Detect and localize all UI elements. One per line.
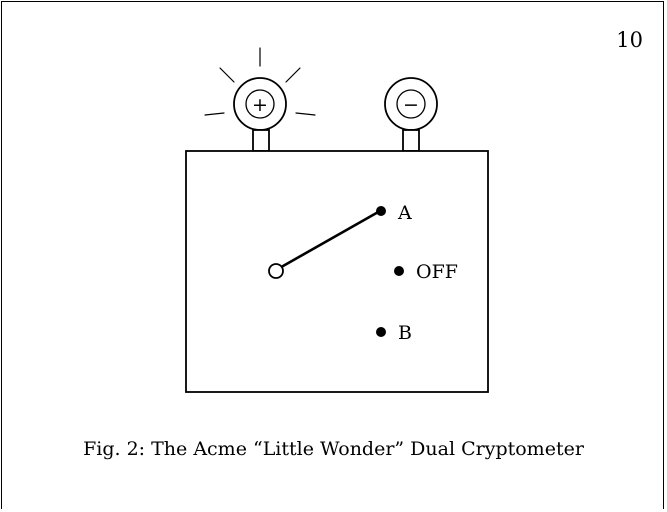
figure-caption: Fig. 2: The Acme “Little Wonder” Dual Cr… xyxy=(83,438,584,460)
switch-pivot xyxy=(268,263,284,279)
contact-dot-b xyxy=(376,327,386,337)
position-label-a: A xyxy=(397,202,412,224)
position-label-off: OFF xyxy=(416,261,458,283)
terminal-glow-rays xyxy=(204,47,316,116)
contact-dot-a xyxy=(376,206,386,216)
selector-switch xyxy=(268,209,382,279)
device-body xyxy=(185,150,489,393)
positive-terminal: + xyxy=(233,77,287,152)
switch-lever xyxy=(274,209,382,272)
positive-terminal-post xyxy=(252,129,270,152)
page-number: 10 xyxy=(616,28,643,52)
negative-symbol: − xyxy=(403,94,419,116)
positive-symbol-ring xyxy=(245,89,275,119)
switch-position-a: A xyxy=(376,202,412,224)
switch-position-b: B xyxy=(376,322,412,344)
negative-symbol-ring xyxy=(396,89,426,119)
contact-dot-off xyxy=(394,266,404,276)
positive-symbol: + xyxy=(252,94,268,116)
switch-position-off: OFF xyxy=(394,261,458,283)
negative-terminal-post xyxy=(402,129,420,152)
position-label-b: B xyxy=(398,322,412,344)
negative-terminal: − xyxy=(384,77,438,152)
